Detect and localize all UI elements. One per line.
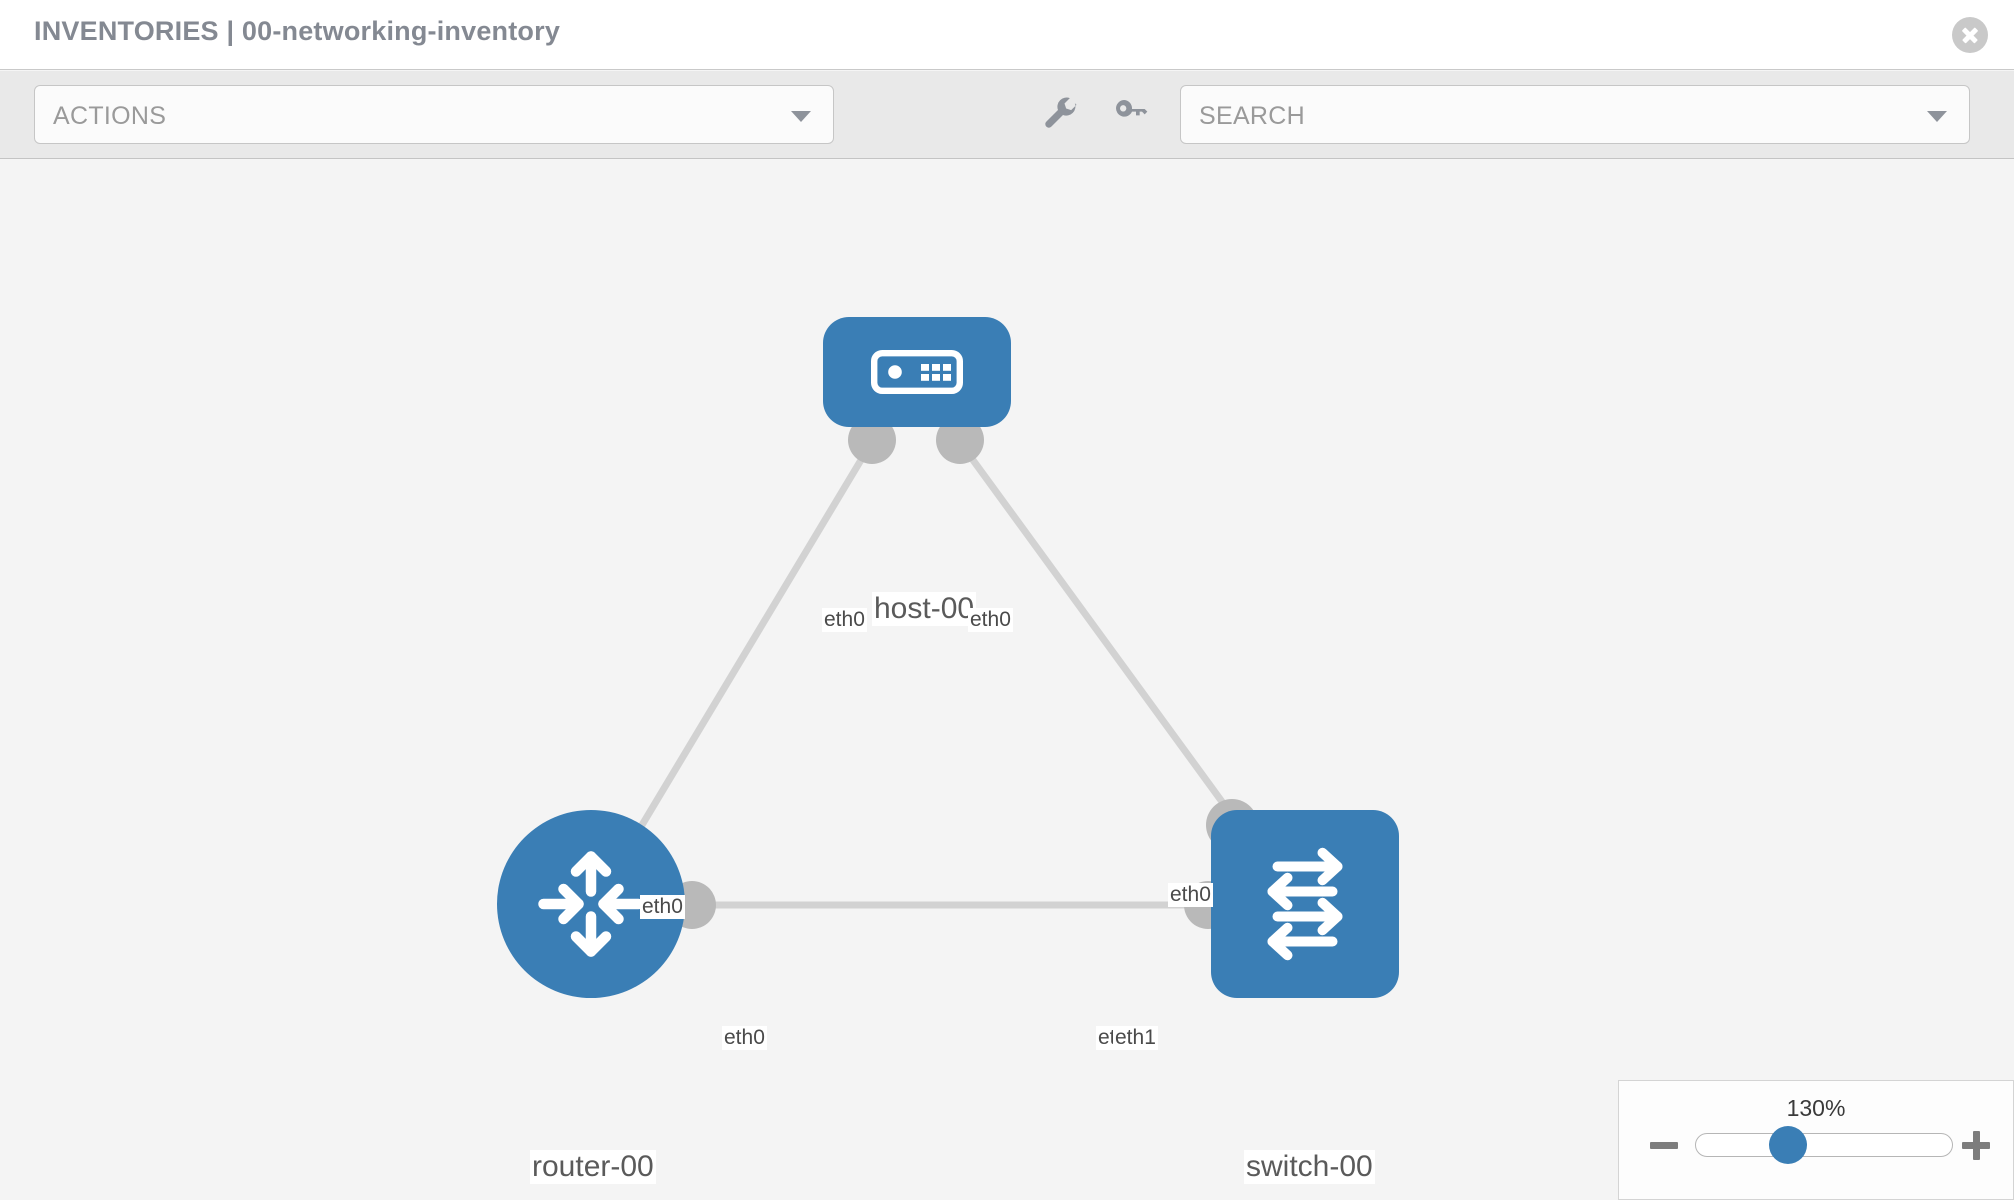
router-arrows-icon	[538, 851, 644, 957]
port-host-right	[936, 416, 984, 464]
wrench-icon[interactable]	[1040, 95, 1082, 135]
zoom-slider-thumb[interactable]	[1769, 1126, 1807, 1164]
actions-dropdown-label: ACTIONS	[53, 102, 167, 130]
page-title: INVENTORIES | 00-networking-inventory	[34, 16, 561, 46]
chevron-down-icon[interactable]	[1927, 111, 1947, 122]
topology-canvas[interactable]: host-00 router-00 switch-00 eth0 eth0 et…	[0, 160, 2014, 1200]
key-icon[interactable]	[1110, 95, 1152, 135]
search-placeholder-label: SEARCH	[1199, 102, 1305, 130]
app-header: INVENTORIES | 00-networking-inventory	[0, 0, 2014, 70]
interface-label-host-left: eth0	[822, 608, 867, 632]
actions-dropdown[interactable]: ACTIONS	[34, 85, 834, 144]
node-switch-00[interactable]	[1211, 810, 1399, 998]
interface-label-router-uplink: eth0	[640, 895, 685, 919]
close-icon[interactable]	[1952, 17, 1988, 53]
switch-arrows-icon	[1267, 847, 1343, 961]
node-label-router-00: router-00	[530, 1150, 656, 1184]
zoom-level-value: 130%	[1786, 1095, 1846, 1121]
interface-label-switch-uplink: eth0	[1168, 883, 1213, 907]
edge-host-router	[596, 443, 874, 897]
chevron-down-icon	[791, 111, 811, 122]
interface-label-router-side: eth0	[722, 1026, 767, 1050]
zoom-control-panel: 130%	[1618, 1080, 2014, 1200]
node-label-host-00: host-00	[872, 592, 977, 626]
zoom-slider-track[interactable]	[1695, 1133, 1953, 1157]
interface-label-switch-side-a: et	[1096, 1026, 1118, 1050]
topology-edges	[596, 416, 1293, 929]
zoom-in-button[interactable]	[1959, 1129, 1993, 1163]
node-label-switch-00: switch-00	[1244, 1150, 1375, 1184]
interface-label-switch-side-b: eth1	[1113, 1026, 1158, 1050]
search-input[interactable]: SEARCH	[1180, 85, 1970, 144]
port-host-left	[848, 416, 896, 464]
server-icon	[871, 349, 963, 394]
node-host-00[interactable]	[823, 317, 1011, 427]
toolbar: ACTIONS SEARCH	[0, 71, 2014, 159]
interface-label-host-right: eth0	[968, 608, 1013, 632]
zoom-out-button[interactable]	[1647, 1129, 1681, 1163]
